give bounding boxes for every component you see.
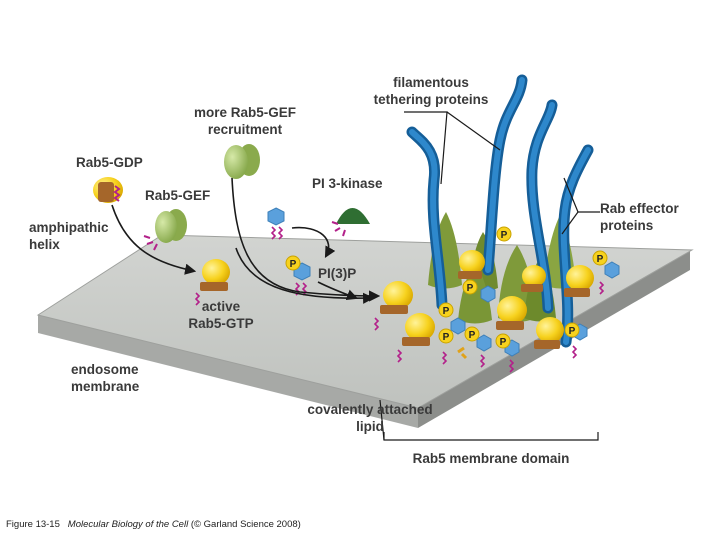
label-rab5-gdp: Rab5-GDP: [76, 155, 143, 170]
endosome-membrane-slab: [36, 234, 694, 428]
label-endosome: endosome: [71, 362, 139, 377]
svg-text:P: P: [443, 332, 450, 343]
pi-headgroup: [267, 207, 285, 226]
label-rab5-gtp: Rab5-GTP: [188, 316, 253, 331]
labels: filamentous tethering proteins more Rab5…: [29, 75, 680, 466]
label-filamentous: filamentous: [393, 75, 469, 90]
rab5-gtp-unit: [521, 265, 546, 292]
phosphate-marker: [285, 255, 301, 271]
svg-text:P: P: [597, 254, 604, 265]
caption-figure-number: Figure 13-15: [6, 519, 60, 530]
rab5-gtp-unit: [396, 313, 435, 363]
svg-text:P: P: [500, 337, 507, 348]
label-rab-effector: Rab effector: [600, 201, 680, 216]
label-covalently-attached: covalently attached: [307, 402, 432, 417]
pi3-kinase: [331, 208, 370, 237]
rab5-gtp-unit: [458, 250, 485, 279]
rab5-gef-protein: [143, 209, 187, 251]
label-lipid: lipid: [356, 419, 384, 434]
label-more-rab5-gef: more Rab5-GEF: [194, 105, 296, 120]
rab5-gtp-unit: [534, 317, 564, 349]
svg-text:P: P: [501, 230, 508, 241]
svg-text:P: P: [467, 283, 474, 294]
label-pi3p: PI(3)P: [318, 266, 356, 281]
svg-text:P: P: [569, 326, 576, 337]
label-amphipathic: amphipathic: [29, 220, 109, 235]
leader-lines: [379, 111, 600, 441]
figure-caption: Figure 13-15 Molecular Biology of the Ce…: [6, 519, 301, 530]
label-active: active: [202, 299, 241, 314]
phosphate-label: P: [290, 259, 297, 270]
rab5-gtp-unit: [373, 281, 413, 331]
label-recruitment: recruitment: [208, 122, 283, 137]
more-rab5-gef-protein: [224, 144, 260, 179]
label-rab5-membrane-domain: Rab5 membrane domain: [413, 451, 570, 466]
caption-book-title: Molecular Biology of the Cell: [67, 519, 189, 530]
label-helix: helix: [29, 237, 60, 252]
rab5-gtp-unit: [496, 296, 527, 330]
arrows: [111, 177, 381, 304]
pi3p-cluster: P P P P P P P P: [438, 226, 620, 373]
rab5-gtp-unit: [564, 265, 594, 297]
effector-cone-front: [458, 262, 492, 324]
caption-copyright: (© Garland Science 2008): [190, 519, 301, 530]
membrane-components: P: [194, 207, 620, 373]
rab5-gdp-protein: [93, 177, 123, 203]
label-pi3-kinase: PI 3-kinase: [312, 176, 383, 191]
label-tethering-proteins: tethering proteins: [374, 92, 489, 107]
label-proteins: proteins: [600, 218, 653, 233]
label-rab5-gef: Rab5-GEF: [145, 188, 210, 203]
label-membrane: membrane: [71, 379, 140, 394]
svg-text:P: P: [469, 330, 476, 341]
svg-text:P: P: [443, 306, 450, 317]
